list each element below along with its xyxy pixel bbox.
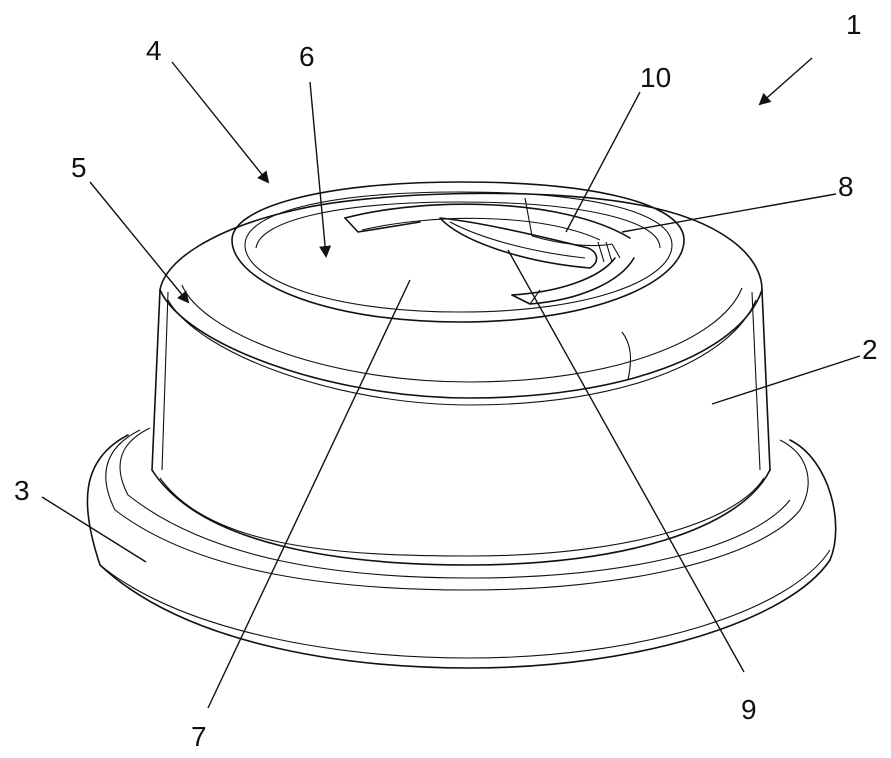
label-1: 1 <box>846 9 862 40</box>
leader-3 <box>41 496 147 563</box>
base-flange <box>86 427 837 669</box>
label-7: 7 <box>191 721 207 752</box>
label-3: 3 <box>14 475 30 506</box>
shoulder-rim <box>159 192 763 406</box>
leader-4 <box>171 61 270 184</box>
hinge-window <box>524 197 621 263</box>
leader-7 <box>207 279 411 709</box>
cylinder-body <box>151 289 771 566</box>
reference-labels: 1 2 3 4 5 6 7 8 9 10 <box>14 9 878 752</box>
leader-1 <box>758 57 813 106</box>
arrow-slot <box>344 203 635 305</box>
label-5: 5 <box>71 152 87 183</box>
label-6: 6 <box>299 41 315 72</box>
leader-2 <box>711 355 861 405</box>
label-9: 9 <box>741 694 757 725</box>
leader-8 <box>621 193 837 233</box>
leader-6 <box>309 81 332 258</box>
label-2: 2 <box>862 334 878 365</box>
leader-9 <box>507 249 745 673</box>
lever-tab <box>439 217 598 269</box>
leader-lines <box>41 57 861 709</box>
label-8: 8 <box>838 171 854 202</box>
leader-5 <box>89 181 190 304</box>
leader-10 <box>565 91 641 233</box>
label-10: 10 <box>640 62 671 93</box>
label-4: 4 <box>146 35 162 66</box>
top-cap <box>231 181 685 323</box>
